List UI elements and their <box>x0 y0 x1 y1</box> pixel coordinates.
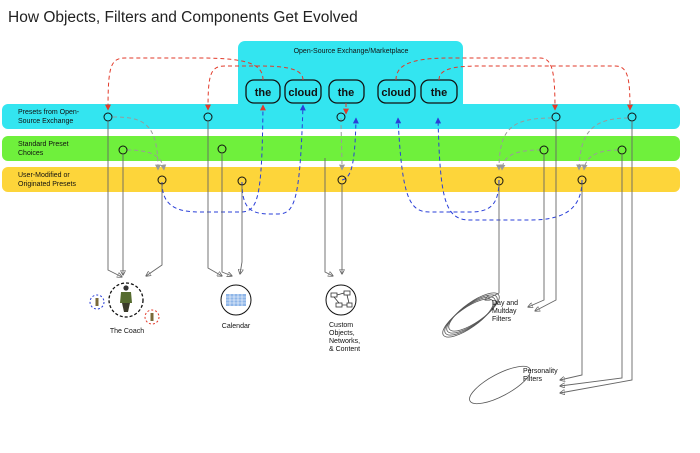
svg-text:cloud: cloud <box>288 87 317 99</box>
layer-label-user-2: Originated Presets <box>18 181 76 188</box>
personality-filter-label-2: Filters <box>523 376 543 383</box>
custom-label-2: Objects, <box>329 330 355 337</box>
custom-label-1: Custom <box>329 322 353 329</box>
cloud-box-1: the <box>245 79 281 104</box>
calendar-icon <box>220 284 252 316</box>
layer-label-exchange-1: Presets from Open- <box>18 109 80 116</box>
personality-filter-label-1: Personality <box>523 368 558 375</box>
day-filter-label-2: Multday <box>492 308 517 315</box>
cloud-box-5: the <box>420 79 458 104</box>
cloud-box-4: cloud <box>377 79 416 104</box>
day-filter-rings-icon <box>442 292 500 338</box>
day-filter-label-3: Filters <box>492 316 512 323</box>
custom-label-3: Networks, <box>329 338 360 345</box>
svg-text:the: the <box>255 87 272 99</box>
coach-icon <box>89 282 160 325</box>
diagram-title: How Objects, Filters and Components Get … <box>8 9 358 26</box>
layer-band-exchange-presets <box>2 104 680 129</box>
layer-label-standard-1: Standard Preset <box>18 141 69 148</box>
output-lines <box>107 121 633 393</box>
svg-text:the: the <box>431 87 448 99</box>
day-filter-label-1: Day and <box>492 300 518 307</box>
layer-label-exchange-2: Source Exchange <box>18 118 73 125</box>
preset-flow-arrows <box>112 116 629 171</box>
calendar-label: Calendar <box>222 323 251 330</box>
cloud-box-2: cloud <box>284 79 322 104</box>
exchange-label: Open-Source Exchange/Marketplace <box>294 48 409 55</box>
layer-band-user-presets <box>2 167 680 192</box>
svg-text:cloud: cloud <box>381 87 410 99</box>
custom-label-4: & Content <box>329 346 360 353</box>
network-icon <box>325 284 357 316</box>
layer-label-user-1: User-Modified or <box>18 172 70 179</box>
cloud-box-3: the <box>328 79 365 104</box>
layer-label-standard-2: Choices <box>18 150 44 157</box>
coach-label: The Coach <box>110 328 144 335</box>
svg-text:the: the <box>338 87 355 99</box>
personality-filter-ring-icon <box>469 365 531 405</box>
layer-band-standard-presets <box>2 136 680 161</box>
download-arrows <box>105 57 633 115</box>
